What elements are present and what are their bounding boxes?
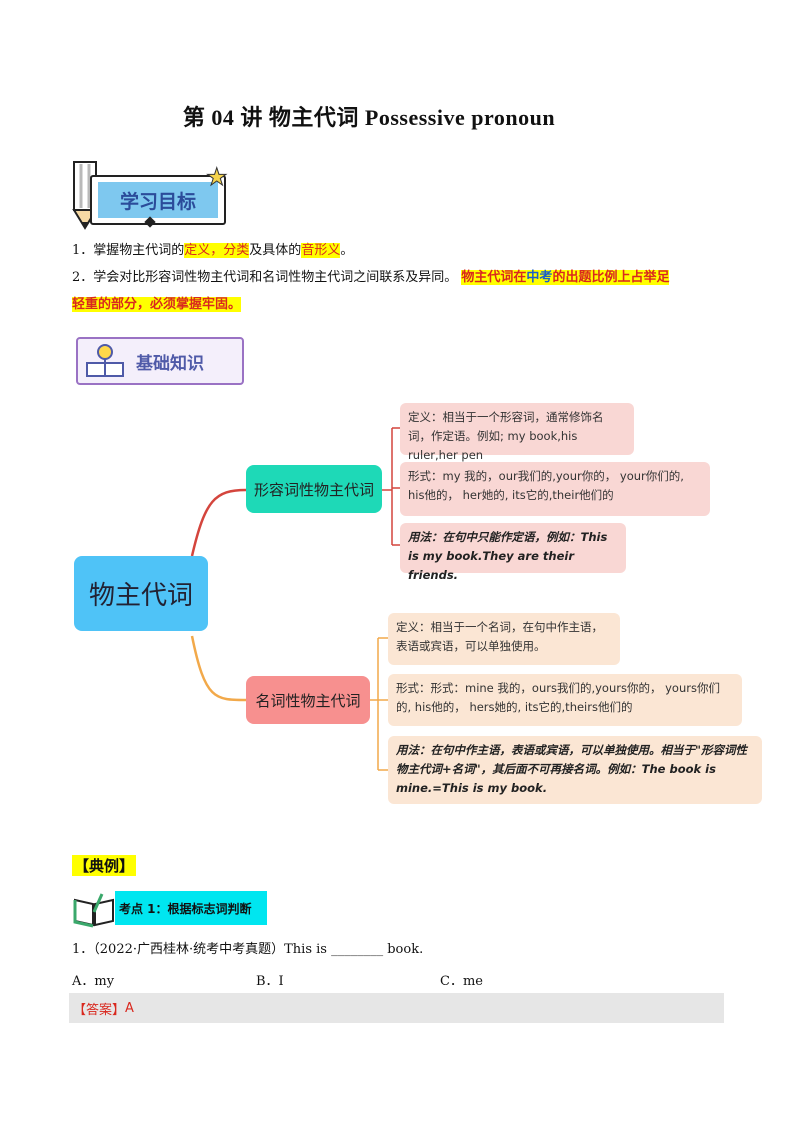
option-b: B．I: [256, 974, 284, 989]
noun-node: 名词性物主代词: [246, 676, 370, 724]
goal-text: 1．掌握物主代词的: [72, 243, 185, 258]
goal-line-1: 1．掌握物主代词的定义，分类及具体的音形义。: [72, 241, 353, 261]
goal-line-2: 2．学会对比形容词性物主代词和名词性物主代词之间联系及异同。 物主代词在中考的出…: [72, 268, 670, 288]
adj-definition-box: 定义：相当于一个形容词，通常修饰名词，作定语。例如; my book,his r…: [400, 403, 634, 462]
page-title: 第 04 讲 物主代词 Possessive pronoun: [182, 105, 556, 130]
goal-highlight: 轻重的部分，必须掌握牢固。: [72, 297, 242, 312]
adj-form-box: 形式：my 我的，our我们的,your你的， your你们的, his他的， …: [400, 462, 710, 516]
goal-banner: 学习目标: [90, 175, 226, 225]
book-bulb-icon: [86, 344, 124, 377]
option-a: A．my: [72, 974, 115, 989]
mindmap-root: 物主代词: [74, 556, 208, 631]
noun-usage-box: 用法：在句中作主语，表语或宾语，可以单独使用。相当于"形容词性物主代词+名词"，…: [388, 736, 762, 804]
star-icon: ★: [206, 163, 228, 192]
adj-definition-text: 定义：相当于一个形容词，通常修饰名词，作定语。例如; my book,his r…: [408, 410, 604, 462]
goal-text: 2．学会对比形容词性物主代词和名词性物主代词之间联系及异同。: [72, 270, 462, 285]
knowledge-banner: 基础知识: [76, 337, 244, 385]
goal-highlight: 定义，分类: [184, 243, 250, 258]
book-pen-icon: [73, 893, 114, 928]
adj-usage-box: 用法：在句中只能作定语，例如：This is my book.They are …: [400, 523, 626, 582]
goal-text: 及具体的: [249, 243, 302, 258]
noun-node-label: 名词性物主代词: [255, 691, 361, 710]
goal-banner-label: 学习目标: [98, 182, 218, 218]
example-tag: 【典例】: [72, 855, 137, 876]
mindmap-root-label: 物主代词: [88, 581, 193, 611]
answer-bar: 【答案】A: [69, 993, 724, 1023]
adj-usage-text: 用法：在句中只能作定语，例如：This is my book.They are …: [408, 530, 608, 582]
goal-line-3: 轻重的部分，必须掌握牢固。: [72, 295, 242, 315]
question-stem: 1．（2022·广西桂林·统考中考真题）This is ________ boo…: [72, 942, 424, 957]
option-c: C．me: [440, 974, 483, 989]
adj-node: 形容词性物主代词: [246, 465, 382, 513]
branch-noun-line: [190, 635, 247, 702]
answer-value: A: [125, 1000, 134, 1016]
noun-definition-box: 定义：相当于一个名词，在句中作主语，表语或宾语，可以单独使用。: [388, 613, 620, 665]
noun-form-box: 形式：形式：mine 我的，ours我们的,yours你的， yours你们的,…: [388, 674, 742, 726]
answer-label: 【答案】: [73, 1002, 126, 1018]
noun-usage-text: 用法：在句中作主语，表语或宾语，可以单独使用。相当于"形容词性物主代词+名词"，…: [396, 743, 747, 795]
goal-text: 。: [340, 243, 354, 258]
goal-highlight: 物主代词在: [461, 270, 527, 285]
adj-form-text: 形式：my 我的，our我们的,your你的， your你们的, his他的， …: [408, 469, 684, 502]
keypoint-label: 考点 1：根据标志词判断: [115, 891, 267, 925]
goal-highlight: 音形义: [301, 243, 341, 258]
branch-adj-line: [190, 488, 247, 557]
noun-bracket: [370, 637, 390, 771]
adj-bracket: [382, 427, 402, 546]
goal-highlight: 的出题比例上占举足: [552, 270, 670, 285]
noun-form-text: 形式：形式：mine 我的，ours我们的,yours你的， yours你们的,…: [396, 681, 720, 714]
knowledge-banner-label: 基础知识: [136, 354, 204, 374]
adj-node-label: 形容词性物主代词: [253, 480, 374, 499]
goal-highlight-blue: 中考: [526, 270, 553, 285]
noun-definition-text: 定义：相当于一个名词，在句中作主语，表语或宾语，可以单独使用。: [396, 620, 603, 653]
